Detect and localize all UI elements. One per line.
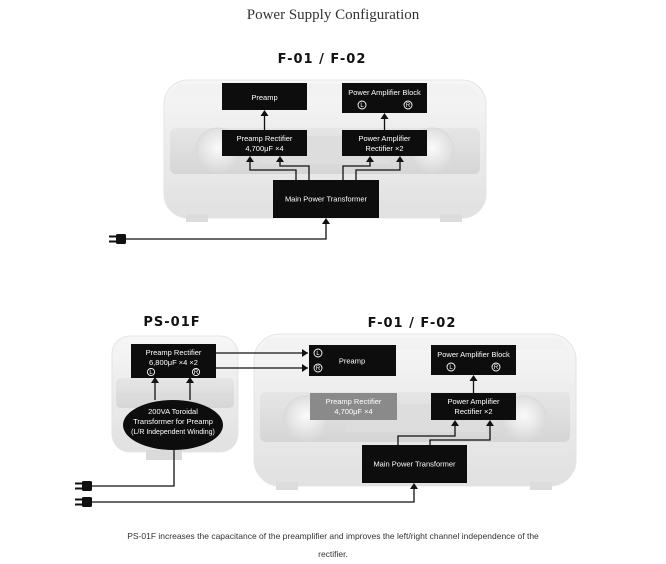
- ps01f-model-label: PS-01F: [143, 315, 200, 330]
- toroidal-label-2: Transformer for Preamp: [133, 417, 213, 426]
- power-amp-block-2: [431, 345, 516, 375]
- amp-right-channel-icon: [491, 362, 501, 372]
- ps-rectifier-label: Preamp Rectifier: [146, 348, 202, 357]
- caption-line-1: PS-01F increases the capacitance of the …: [127, 531, 539, 541]
- main-transformer-block-2: [362, 445, 467, 483]
- toroidal-label-1: 200VA Toroidal: [148, 407, 198, 416]
- diagram-1: F-01 / F-02 Preamp Power Amplifier Block…: [109, 52, 487, 244]
- preamp-rectifier-label-2: Preamp Rectifier: [326, 397, 382, 406]
- power-amp-rectifier-count-2: Rectifier ×2: [454, 407, 492, 416]
- main-transformer-block: [273, 180, 379, 218]
- ps-rectifier-capacity: 6,800μF ×4 ×2: [149, 358, 198, 367]
- amp-left-channel-icon: [446, 362, 456, 372]
- preamp-rectifier-label: Preamp Rectifier: [237, 134, 293, 143]
- page-title: Power Supply Configuration: [246, 7, 420, 23]
- right-channel-icon: [403, 100, 413, 110]
- power-plug-icon: [109, 234, 126, 244]
- preamp-left-input-icon: [313, 348, 323, 358]
- power-amp-block: [342, 83, 427, 113]
- power-plug-icon-amp: [75, 497, 92, 507]
- preamp-left-input-label: L: [316, 351, 320, 357]
- power-amp-rectifier-count: Rectifier ×2: [365, 144, 403, 153]
- amp-left-channel-label: L: [449, 365, 453, 371]
- preamp-rectifier-capacity: 4,700μF ×4: [245, 144, 283, 153]
- amp-model-label: F-01 / F-02: [368, 316, 457, 331]
- power-amp-block-label: Power Amplifier Block: [348, 88, 421, 97]
- right-channel-label: R: [406, 103, 411, 109]
- left-channel-icon: [357, 100, 367, 110]
- power-amp-rectifier-label-2: Power Amplifier: [447, 397, 500, 406]
- preamp-block-2: [309, 345, 396, 376]
- power-amp-rectifier-block-2: [431, 393, 516, 420]
- ps-left-channel-label: L: [149, 370, 153, 376]
- preamp-rectifier-block: [222, 130, 307, 156]
- wiring-2: [92, 349, 494, 503]
- toroidal-transformer-block: [123, 400, 223, 450]
- main-transformer-label-2: Main Power Transformer: [373, 460, 456, 469]
- preamp-rectifier-block-2-disabled: [310, 393, 397, 420]
- power-amp-rectifier-block: [342, 130, 427, 156]
- preamp-right-input-icon: [313, 363, 323, 373]
- power-amp-rectifier-label: Power Amplifier: [358, 134, 411, 143]
- preamp-label-2: Preamp: [339, 357, 365, 366]
- wiring-1: [126, 110, 404, 240]
- amp-right-channel-label: R: [494, 365, 499, 371]
- left-channel-label: L: [360, 103, 364, 109]
- caption-line-2: rectifier.: [318, 549, 348, 559]
- preamp-rectifier-capacity-2: 4,700μF ×4: [334, 407, 372, 416]
- power-plug-icon-ps01f: [75, 481, 92, 491]
- ps-rectifier-block: [131, 344, 216, 378]
- main-transformer-label: Main Power Transformer: [285, 195, 368, 204]
- preamp-label: Preamp: [251, 93, 277, 102]
- ps-right-channel-icon: [191, 367, 201, 377]
- model-label: F-01 / F-02: [278, 52, 367, 67]
- preamp-right-input-label: R: [316, 366, 321, 372]
- diagram-2: PS-01F F-01 / F-02 Preamp Rectifier 6,80…: [75, 315, 577, 507]
- ps-left-channel-icon: [146, 367, 156, 377]
- power-amp-block-label-2: Power Amplifier Block: [437, 350, 510, 359]
- ps-right-channel-label: R: [194, 370, 199, 376]
- preamp-block: [222, 83, 307, 110]
- toroidal-label-3: (L/R Independent Winding): [131, 429, 215, 436]
